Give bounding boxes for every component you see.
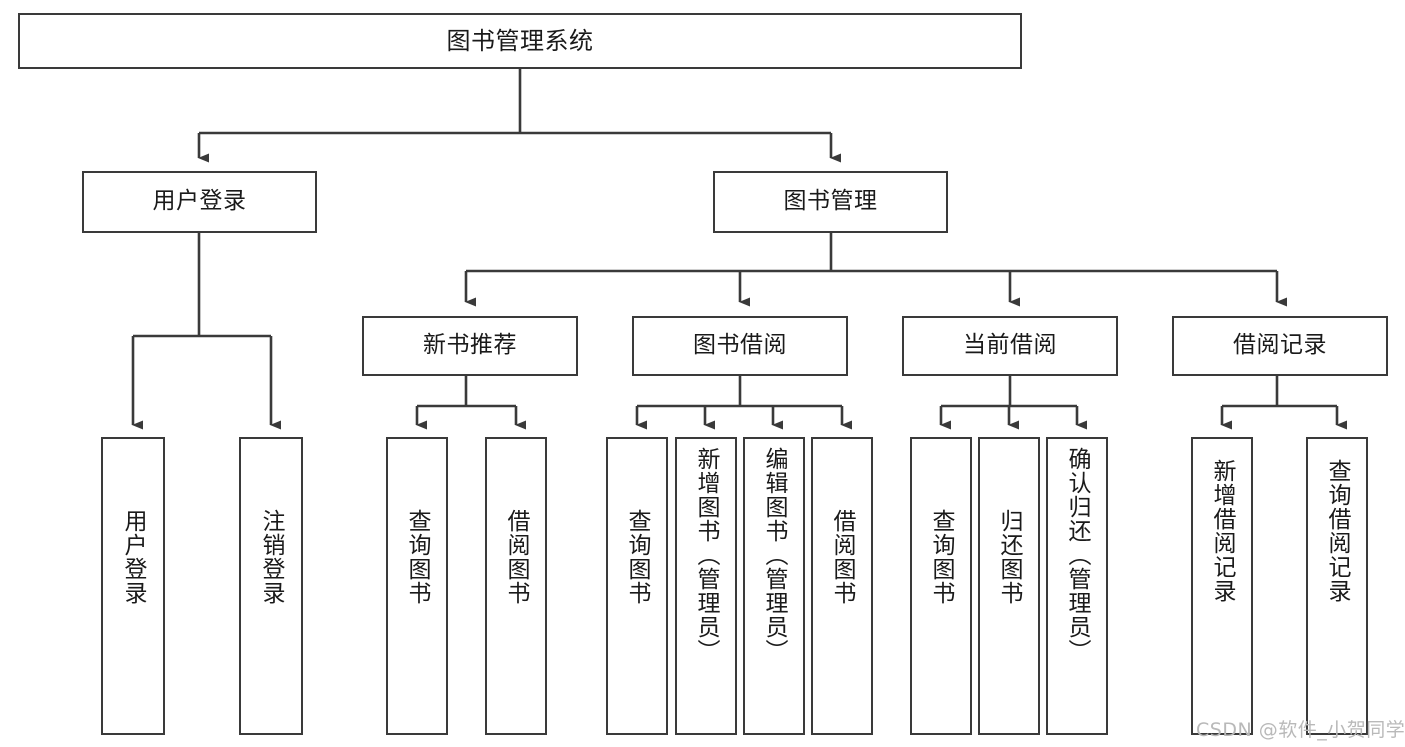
node-label: 借阅图书 <box>829 509 856 605</box>
node-leaf-query-book-2[interactable]: 查询图书 <box>606 437 668 735</box>
node-label: 用户登录 <box>152 188 247 215</box>
node-label: 图书管理系统 <box>446 26 594 55</box>
node-user-login[interactable]: 用户登录 <box>82 171 317 233</box>
node-leaf-confirm-return[interactable]: 确认归还（管理员） <box>1046 437 1108 735</box>
node-label: 查询借阅记录 <box>1324 459 1351 603</box>
node-label: 查询图书 <box>404 509 431 605</box>
node-label: 编辑图书（管理员） <box>761 447 788 663</box>
node-label: 用户登录 <box>120 509 147 605</box>
node-root-book-management-system[interactable]: 图书管理系统 <box>18 13 1022 69</box>
node-label: 当前借阅 <box>963 332 1057 359</box>
node-label: 新书推荐 <box>423 332 517 359</box>
node-label: 新增借阅记录 <box>1209 459 1236 603</box>
node-label: 借阅图书 <box>503 509 530 605</box>
node-current-borrow[interactable]: 当前借阅 <box>902 316 1118 376</box>
node-leaf-borrow-book-1[interactable]: 借阅图书 <box>485 437 547 735</box>
node-label: 确认归还（管理员） <box>1064 447 1091 663</box>
node-leaf-add-book[interactable]: 新增图书（管理员） <box>675 437 737 735</box>
node-leaf-user-login[interactable]: 用户登录 <box>101 437 165 735</box>
node-leaf-logout-login[interactable]: 注销登录 <box>239 437 303 735</box>
node-label: 图书管理 <box>783 188 878 215</box>
node-new-book-recommend[interactable]: 新书推荐 <box>362 316 578 376</box>
csdn-watermark: CSDN @软件_小贺同学 <box>1196 719 1405 741</box>
node-label: 借阅记录 <box>1233 332 1327 359</box>
node-book-manage[interactable]: 图书管理 <box>713 171 948 233</box>
node-leaf-add-record[interactable]: 新增借阅记录 <box>1191 437 1253 735</box>
node-leaf-edit-book[interactable]: 编辑图书（管理员） <box>743 437 805 735</box>
node-leaf-borrow-book-2[interactable]: 借阅图书 <box>811 437 873 735</box>
node-leaf-query-record[interactable]: 查询借阅记录 <box>1306 437 1368 735</box>
node-label: 新增图书（管理员） <box>693 447 720 663</box>
node-label: 归还图书 <box>996 509 1023 605</box>
node-book-borrow[interactable]: 图书借阅 <box>632 316 848 376</box>
node-label: 查询图书 <box>624 509 651 605</box>
node-leaf-query-book-3[interactable]: 查询图书 <box>910 437 972 735</box>
node-label: 查询图书 <box>928 509 955 605</box>
node-borrow-record[interactable]: 借阅记录 <box>1172 316 1388 376</box>
node-label: 注销登录 <box>258 509 285 605</box>
node-leaf-return-book[interactable]: 归还图书 <box>978 437 1040 735</box>
node-label: 图书借阅 <box>693 332 787 359</box>
node-leaf-query-book-1[interactable]: 查询图书 <box>386 437 448 735</box>
